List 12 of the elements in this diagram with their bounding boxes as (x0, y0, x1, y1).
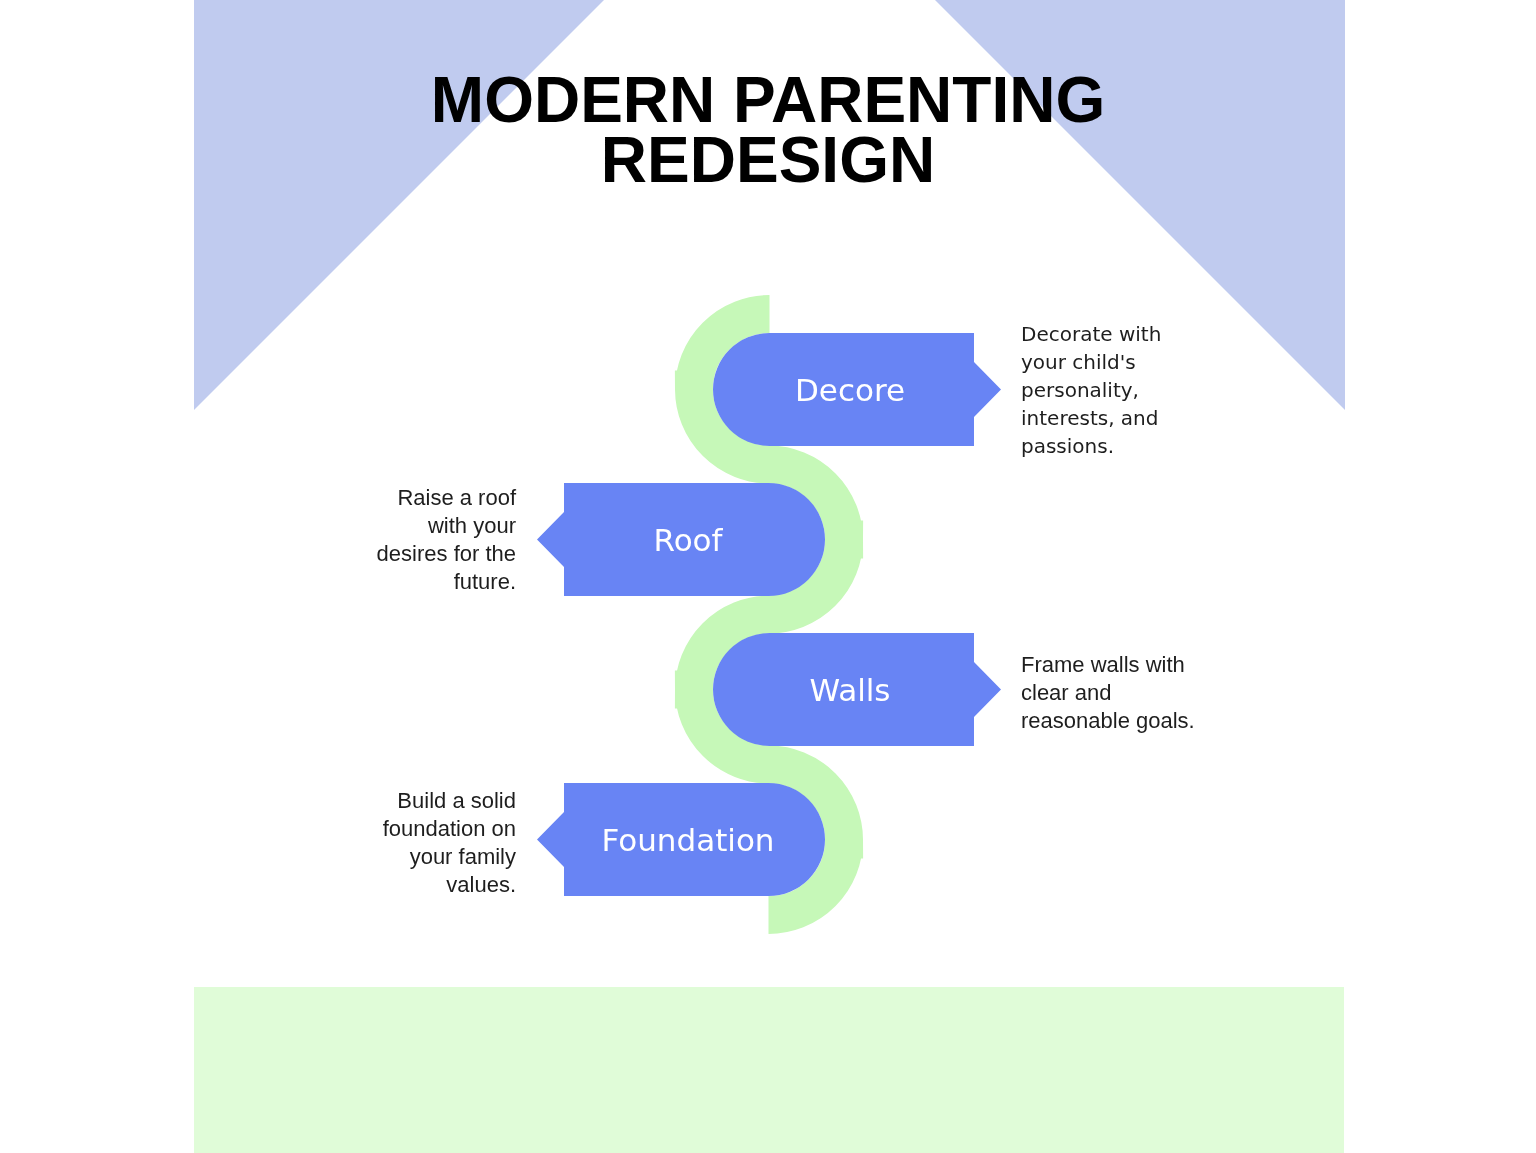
curved-connector (675, 370, 863, 559)
description-text: Build a solid foundation on your family values. (381, 787, 516, 899)
step-label: Foundation (601, 820, 775, 859)
description-text: Decorate with your child's personality, interests, and passions. (1021, 321, 1163, 460)
title: MODERN PARENTING REDESIGN (429, 70, 1107, 190)
curved-connector (675, 670, 863, 859)
step-label: Walls (809, 670, 891, 709)
description-text: Frame walls with clear and reasonable goals. (1021, 651, 1196, 735)
description-text: Raise a roof with your desires for the future. (375, 484, 516, 596)
step-label: Decore (794, 370, 906, 409)
step-label: Roof (653, 520, 723, 559)
curved-connector (675, 520, 863, 709)
